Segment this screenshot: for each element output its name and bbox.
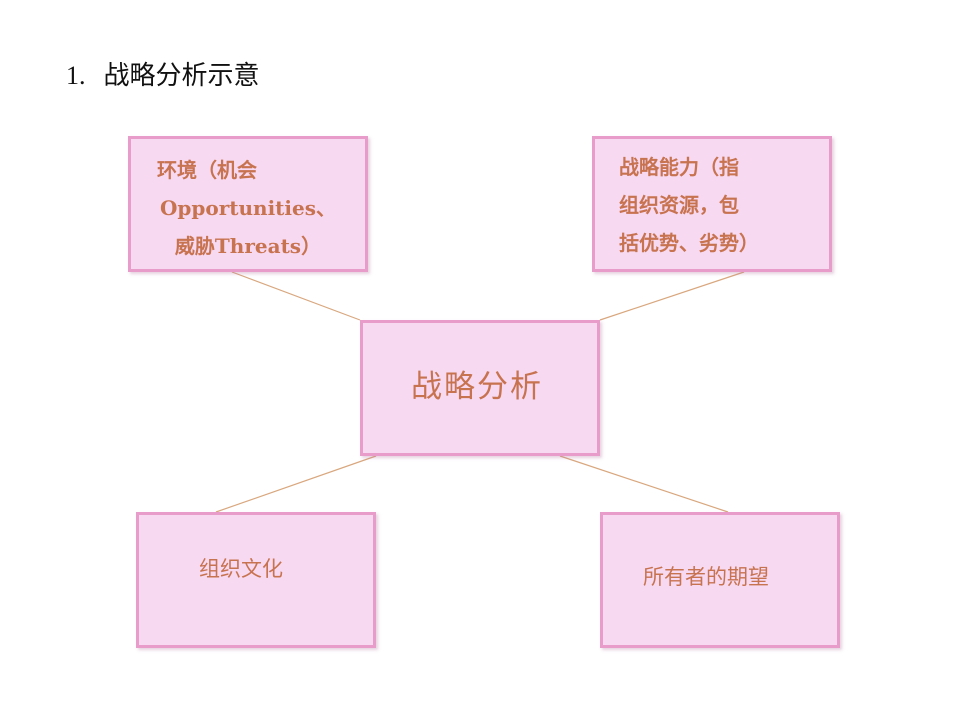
environment-line-2: Opportunities、 xyxy=(159,196,336,220)
slide-title-text: 战略分析示意 xyxy=(103,61,260,91)
center-box: 战略分析 xyxy=(360,320,600,456)
slide-title: 1. 战略分析示意 xyxy=(66,56,260,96)
capability-line-3: 括优势、劣势） xyxy=(619,231,759,255)
environment-line-1: 环境（机会 xyxy=(157,158,257,182)
connector-owners xyxy=(559,455,729,513)
culture-label: 组织文化 xyxy=(199,557,283,581)
owners-label: 所有者的期望 xyxy=(643,565,769,589)
environment-line-3: 威胁Threats） xyxy=(174,234,322,258)
capability-box: 战略能力（指 组织资源，包 括优势、劣势） xyxy=(592,136,832,272)
capability-line-2: 组织资源，包 xyxy=(619,193,739,217)
connector-culture xyxy=(215,455,377,513)
owners-box: 所有者的期望 xyxy=(600,512,840,648)
connector-environment xyxy=(231,271,361,321)
capability-line-1: 战略能力（指 xyxy=(619,155,739,179)
center-label: 战略分析 xyxy=(411,369,543,405)
culture-box: 组织文化 xyxy=(136,512,376,648)
environment-box: 环境（机会 Opportunities、 威胁Threats） xyxy=(128,136,368,272)
slide-number: 1. xyxy=(66,61,86,90)
connector-capability xyxy=(599,271,745,321)
